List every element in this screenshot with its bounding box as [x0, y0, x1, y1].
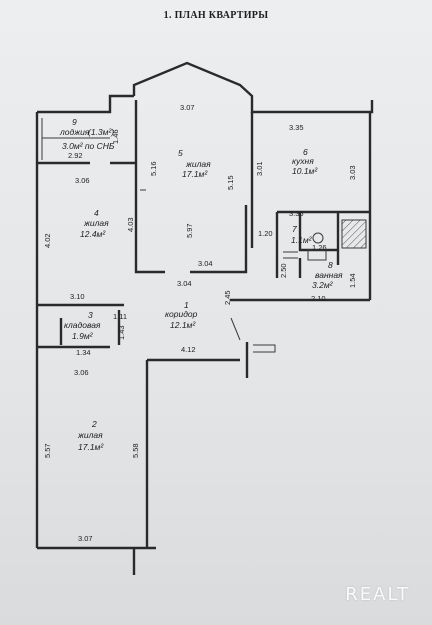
corridor-area: 12.1м²: [170, 320, 196, 330]
dim-label: 3.07: [180, 103, 195, 112]
dim-label: 2.92: [68, 151, 83, 160]
dim-label: 5.57: [43, 443, 52, 458]
dim-label: 3.35: [289, 123, 304, 132]
bathroom-area: 3.2м²: [312, 280, 334, 290]
kitchen-name: кухня: [292, 156, 314, 166]
dim-label: 3.06: [74, 368, 89, 377]
pantry-name: кладовая: [64, 320, 101, 330]
dim-label: 1.11: [113, 312, 127, 321]
loggia-note: 3.0м² по СНБ: [62, 141, 115, 151]
dim-label: 2.10: [311, 294, 326, 303]
dim-label: 3.04: [198, 259, 213, 268]
corridor-name: коридор: [165, 309, 198, 319]
dim-label: 5.97: [185, 223, 194, 238]
bedroom-left-name: жилая: [83, 218, 109, 228]
dim-label: 3.06: [75, 176, 90, 185]
kitchen-number: 6: [303, 147, 308, 157]
dim-label: 3.03: [348, 165, 357, 180]
dim-label: 3.01: [255, 161, 264, 176]
living-top-name: жилая: [185, 159, 211, 169]
dim-label: 3.10: [70, 292, 85, 301]
pantry-area: 1.9м²: [72, 331, 94, 341]
outer-walls: [35, 61, 374, 575]
corridor-number: 1: [184, 300, 189, 310]
plan-title: 1. ПЛАН КВАРТИРЫ: [163, 10, 269, 21]
dim-label: 1.54: [348, 273, 357, 288]
bathroom-name: ванная: [315, 270, 343, 280]
dim-label: 3.07: [78, 534, 93, 543]
loggia-name: лоджия: [59, 127, 90, 137]
interior-walls: [37, 100, 370, 378]
bedroom-left-number: 4: [94, 208, 99, 218]
pantry-number: 3: [88, 310, 93, 320]
dim-label: 2.45: [223, 290, 232, 305]
wc-number: 7: [292, 224, 297, 234]
dimension-labels: 3.07 3.35 1.46 2.92 3.06 5.16 5.15 3.01 …: [43, 103, 357, 543]
living-bottom-number: 2: [91, 419, 97, 429]
dim-label: 4.02: [43, 233, 52, 248]
dim-label: 4.03: [126, 217, 135, 232]
dim-label: 1.43: [117, 325, 126, 340]
living-bottom-area: 17.1м²: [78, 442, 104, 452]
living-top-number: 5: [178, 148, 183, 158]
loggia-number: 9: [72, 117, 77, 127]
dim-label: 1.34: [76, 348, 91, 357]
loggia-area: (1.3м²): [88, 127, 114, 137]
room-labels: 9 лоджия (1.3м²) 3.0м² по СНБ 5 жилая 17…: [59, 117, 343, 452]
living-bottom-name: жилая: [77, 430, 103, 440]
watermark-logo: REALT: [345, 584, 410, 605]
bathroom-number: 8: [328, 260, 333, 270]
dim-label: 5.58: [131, 443, 140, 458]
dim-label: 5.15: [226, 175, 235, 190]
kitchen-area: 10.1м²: [292, 166, 318, 176]
bedroom-left-area: 12.4м²: [80, 229, 106, 239]
dim-label: 3.04: [177, 279, 192, 288]
dim-label: 4.12: [181, 345, 196, 354]
dim-label: 1.26: [312, 243, 327, 252]
dim-label: 5.16: [149, 161, 158, 176]
dim-label: 1.20: [258, 229, 273, 238]
living-top-area: 17.1м²: [182, 169, 208, 179]
dim-label: 3.36: [289, 209, 304, 218]
dim-label: 1.46: [111, 129, 120, 144]
bathroom-fixtures: [283, 219, 367, 261]
dim-label: 2.50: [279, 263, 288, 278]
wc-area: 1.1м²: [291, 235, 313, 245]
